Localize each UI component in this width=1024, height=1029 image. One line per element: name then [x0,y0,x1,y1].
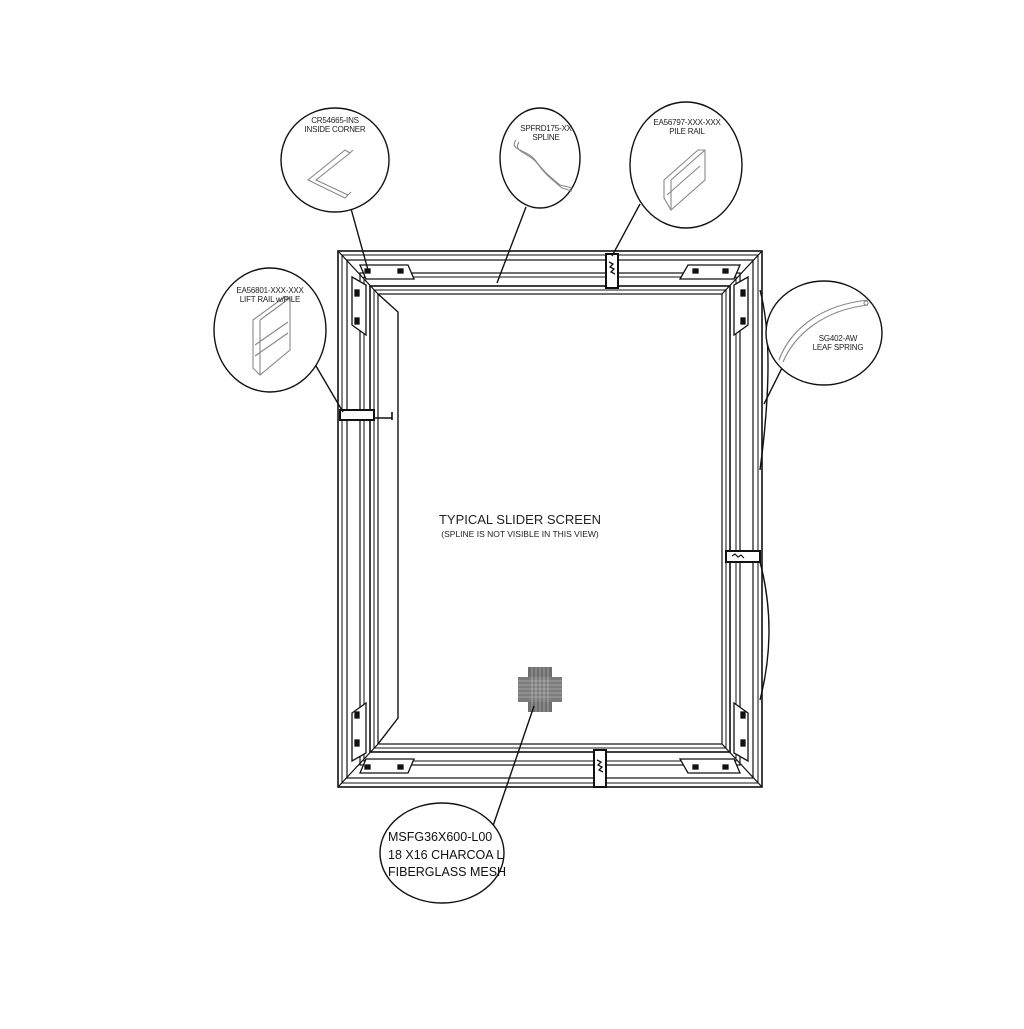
callout-spline-label: SPFRD175-XX SPLINE [520,124,572,142]
lift-rail-icon [252,297,291,376]
part-number: SG402-AW [818,334,858,343]
diagram-subtitle: (SPLINE IS NOT VISIBLE IN THIS VIEW) [441,529,599,539]
leader-lines [315,203,783,827]
inside-corner-icon [306,149,354,199]
part-number: EA56797-XXX-XXX [653,118,721,127]
callout-mesh [379,802,505,904]
callout-leaf-spring [765,280,883,386]
callout-mesh-label: MSFG36X600-L00 18 X16 CHARCOA L FIBERGLA… [388,829,506,882]
splice-joints [339,253,761,788]
part-number: MSFG36X600-L00 [388,830,493,844]
pile-rail-icon [663,149,706,211]
part-number: SPFRD175-XX [520,124,572,133]
part-description: LIFT RAIL w/PILE [239,295,301,305]
fiberglass-mesh-swatch [518,667,562,712]
callout-lift-rail-label: EA56801-XXX-XXX LIFT RAIL w/PILE [236,286,303,304]
part-description: LEAF SPRING [812,343,864,353]
part-description-2: FIBERGLASS MESH [388,865,507,879]
callout-circles [213,101,883,904]
lift-rail-panel [377,293,399,745]
leaf-spring-icon [778,299,869,363]
leaf-springs [759,289,770,701]
part-number: CR54665-INS [311,116,359,125]
part-description: INSIDE CORNER [304,125,366,135]
spline-icon [513,139,573,192]
part-description: 18 X16 CHARCOA L [388,847,504,862]
callout-pile-rail-label: EA56797-XXX-XXX PILE RAIL [653,118,720,136]
part-number: EA56801-XXX-XXX [236,286,304,295]
part-description: PILE RAIL [669,127,705,137]
diagram-title: TYPICAL SLIDER SCREEN [438,512,602,527]
callout-pile-rail [629,101,743,229]
callout-leaf-spring-label: SG402-AW LEAF SPRING [813,334,864,352]
screen-frame [337,250,763,788]
callout-inside-corner-label: CR54665-INS INSIDE CORNER [305,116,366,134]
corner-brackets [351,264,749,774]
callout-inside-corner [280,107,390,213]
callout-spline [499,107,581,209]
part-description: SPLINE [532,133,560,143]
callout-lift-rail [213,267,327,393]
